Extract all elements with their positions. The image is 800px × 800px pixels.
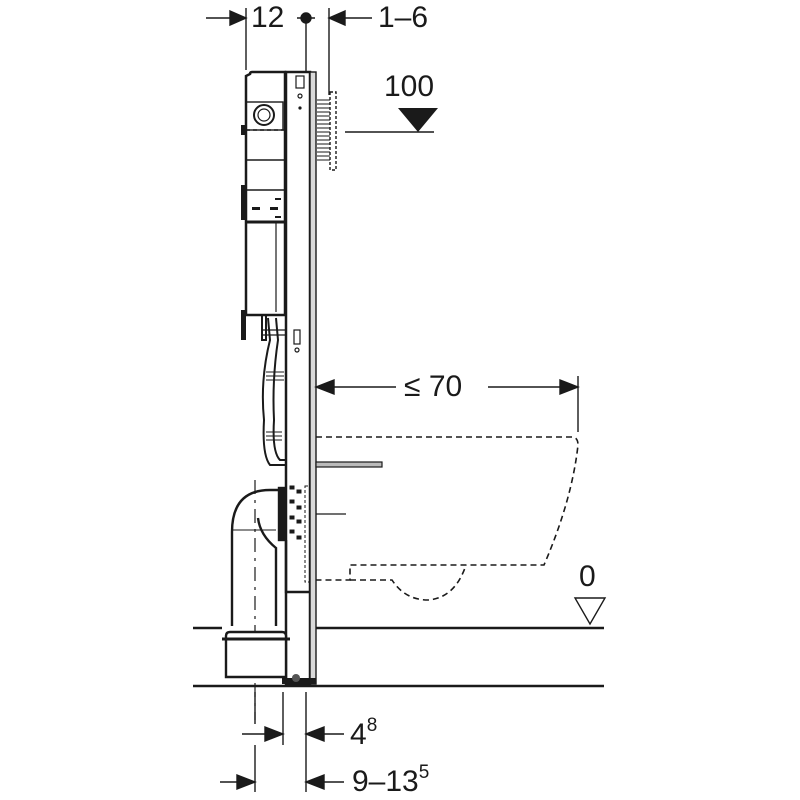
top-dimension-lines: [206, 8, 372, 95]
dim-label-0: 0: [579, 560, 596, 593]
frame-foot: [282, 674, 316, 684]
floor-level-marker: [573, 597, 607, 626]
bowl-projection-dimension: [314, 376, 580, 432]
dim-label-9-13-5: 9–135: [352, 763, 429, 798]
mounting-bolt: [315, 461, 383, 468]
wc-bowl-outline: [316, 436, 579, 601]
dim-label-1-6: 1–6: [378, 1, 429, 34]
floor-lines: [193, 626, 604, 688]
height-100-marker: [345, 108, 438, 133]
bottom-dimension-lines: [220, 692, 344, 792]
dim-label-4-8: 48: [350, 716, 377, 751]
dim-4-8-sup: 8: [366, 715, 378, 736]
dim-9-13-sup: 5: [418, 762, 430, 783]
dim-9-13-base: 9–13: [352, 765, 419, 798]
dim-value-70: 70: [428, 370, 463, 403]
dim-prefix-le: ≤: [404, 370, 421, 403]
drain-pipe: [222, 480, 311, 720]
flush-plate: [317, 91, 337, 171]
cistern: [241, 70, 287, 340]
dim-4-8-base: 4: [350, 718, 367, 751]
dim-label-12: 12: [251, 1, 285, 34]
dim-label-100: 100: [384, 70, 435, 103]
dim-label-max-70: ≤ 70: [404, 372, 462, 402]
flush-pipe: [261, 315, 286, 466]
